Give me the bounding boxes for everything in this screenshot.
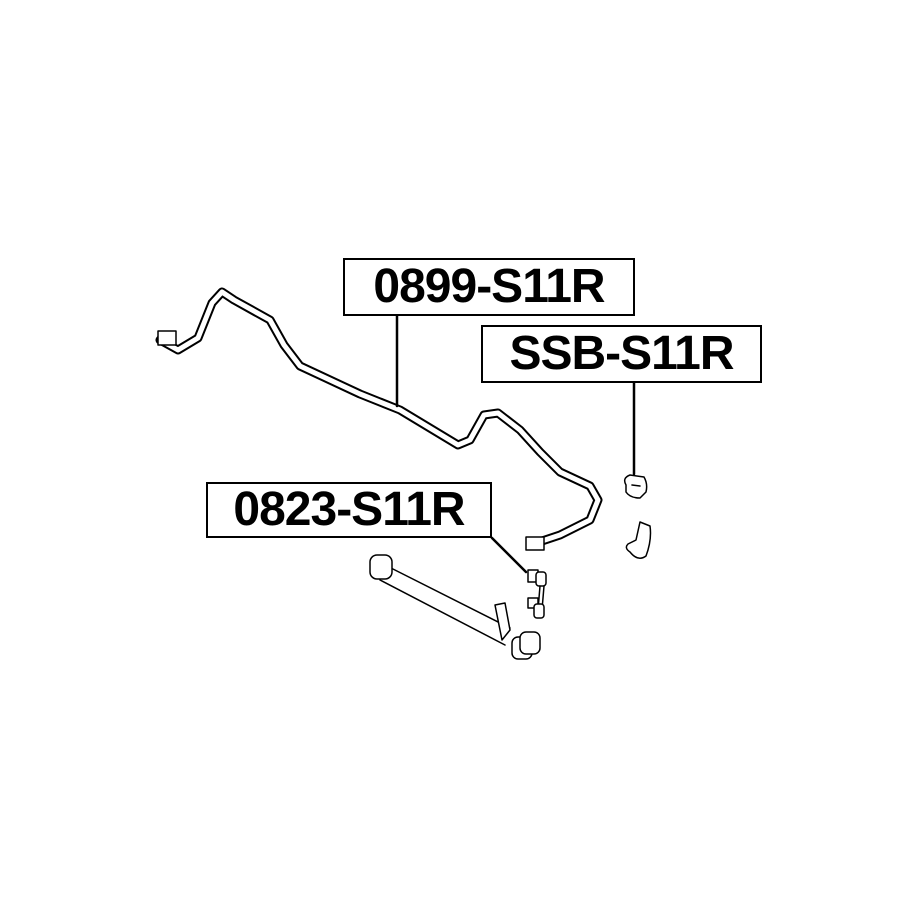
- part-label-stabilizer-bushing: SSB-S11R: [481, 325, 762, 383]
- bushing-drawing: [623, 474, 648, 499]
- bracket-drawing: [625, 521, 652, 559]
- part-label-stabilizer-link: 0823-S11R: [206, 482, 492, 538]
- stabilizer-link-drawing: [527, 569, 547, 619]
- part-label-stabilizer-bar: 0899-S11R: [343, 258, 635, 316]
- leader-line-link: [490, 536, 528, 574]
- lower-arm-drawing: [369, 554, 541, 660]
- stabilizer-bar-drawing: [155, 287, 603, 551]
